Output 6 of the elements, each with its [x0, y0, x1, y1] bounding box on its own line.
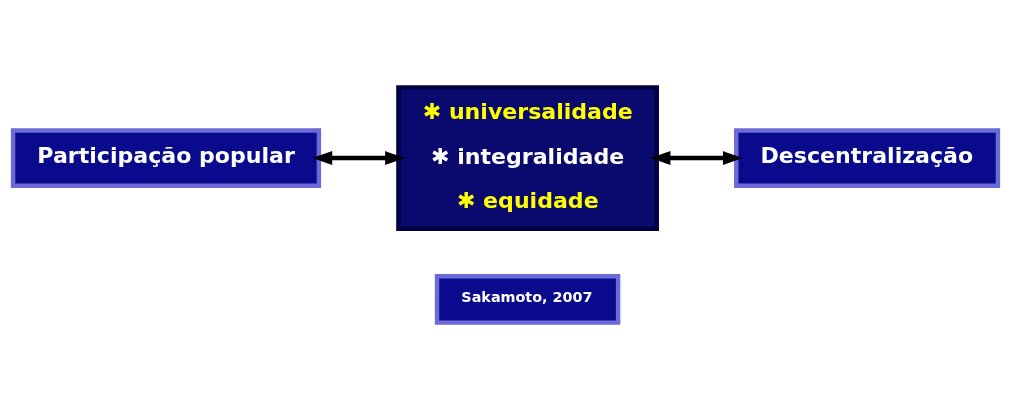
node-box: ✱ universalidade ✱ integralidade ✱ equidade [396, 85, 659, 231]
node-box: Descentralização [734, 128, 1001, 188]
node-box: Participação popular [10, 128, 322, 188]
node-box: Sakamoto, 2007 [434, 274, 621, 325]
arrow [650, 151, 743, 166]
arrow [312, 151, 406, 166]
